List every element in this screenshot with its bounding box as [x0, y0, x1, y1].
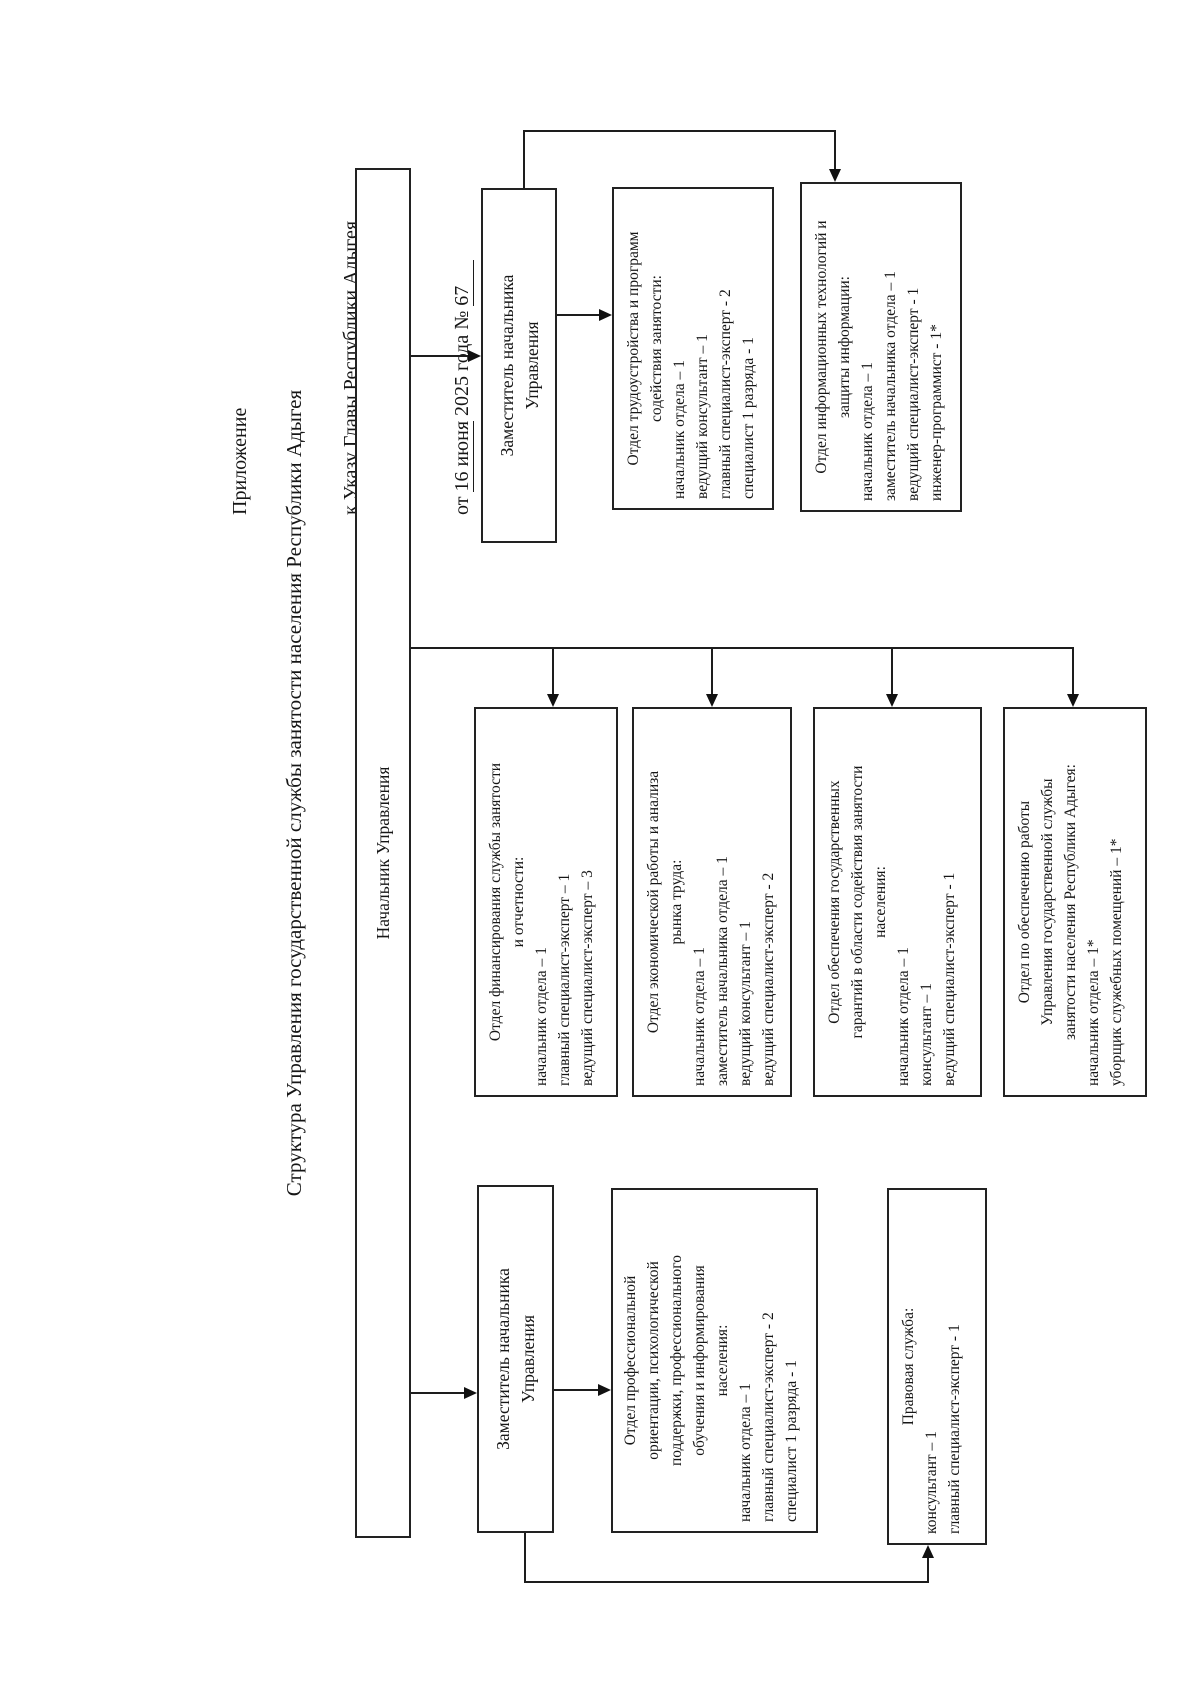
- dept-garantiy-box: Отдел обеспечения государственных гарант…: [813, 707, 982, 1097]
- connector-branch-ekon: [711, 647, 713, 696]
- dept-finansirovaniya-title: Отдел финансирования службы занятости и …: [487, 762, 527, 1042]
- connector-deputy-left-legal-seg3: [927, 1555, 929, 1583]
- dept-obespecheniyu-staff: начальник отдела – 1* уборщик служебных …: [1085, 838, 1125, 1086]
- arrowhead-deputy-right: [468, 350, 481, 362]
- appendix-note-line3: от 16 июня 2025 года № 67: [444, 221, 481, 515]
- arrowhead-prof: [598, 1384, 611, 1396]
- connector-head-deputy-right: [411, 355, 469, 357]
- dept-proforientatsii-staff: начальник отдела – 1 главный специалист-…: [737, 1312, 800, 1522]
- connector-deputy-left-legal-seg2: [524, 1581, 929, 1583]
- dept-trudoustroystva-title: Отдел трудоустройства и программ содейст…: [625, 231, 665, 466]
- arrowhead-inf: [829, 169, 841, 182]
- legal-service-title: Правовая служба:: [900, 1307, 917, 1426]
- connector-deputy-right-trud: [557, 314, 600, 316]
- connector-head-deputy-left: [411, 1392, 465, 1394]
- deputy-left-label: Заместитель начальника Управления: [493, 1268, 538, 1450]
- connector-branch-garant: [891, 647, 893, 696]
- arrowhead-obesp: [1067, 694, 1079, 707]
- connector-deputy-left-prof: [554, 1389, 599, 1391]
- connector-deputy-right-inf-seg2: [523, 130, 836, 132]
- dept-ekonomicheskoy-box: Отдел экономической работы и анализа рын…: [632, 707, 792, 1097]
- dept-proforientatsii-title: Отдел профессиональной ориентации, психо…: [622, 1254, 731, 1467]
- deputy-right-label: Заместитель начальника Управления: [497, 274, 542, 457]
- dept-trudoustroystva-staff: начальник отдела – 1 ведущий консультант…: [671, 289, 757, 499]
- deputy-right-box: Заместитель начальника Управления: [481, 188, 557, 543]
- arrowhead-legal: [922, 1545, 934, 1558]
- head-box: Начальник Управления: [355, 168, 411, 1538]
- dept-informatsionnykh-staff: начальник отдела – 1 заместитель начальн…: [859, 271, 945, 501]
- arrowhead-trud: [599, 309, 612, 321]
- dept-proforientatsii-box: Отдел профессиональной ориентации, психо…: [611, 1188, 818, 1533]
- dept-trudoustroystva-box: Отдел трудоустройства и программ содейст…: [612, 187, 774, 510]
- dept-garantiy-title: Отдел обеспечения государственных гарант…: [826, 765, 889, 1039]
- arrowhead-ekon: [706, 694, 718, 707]
- dept-ekonomicheskoy-title: Отдел экономической работы и анализа рын…: [645, 770, 685, 1034]
- dept-finansirovaniya-staff: начальник отдела – 1 главный специалист-…: [533, 870, 596, 1086]
- connector-branch-obesp: [1072, 647, 1074, 696]
- dept-obespecheniyu-box: Отдел по обеспечению работы Управления г…: [1003, 707, 1147, 1097]
- arrowhead-fin: [547, 694, 559, 707]
- dept-ekonomicheskoy-staff: начальник отдела – 1 заместитель начальн…: [691, 856, 777, 1086]
- connector-deputy-right-inf-seg1: [523, 130, 525, 188]
- legal-service-staff: консультант – 1 главный специалист-экспе…: [923, 1324, 963, 1534]
- decree-number: 67: [451, 259, 474, 306]
- connector-deputy-right-inf-seg3: [834, 130, 836, 172]
- dept-garantiy-staff: начальник отдела – 1 консультант – 1 вед…: [895, 872, 958, 1086]
- connector-trunk: [411, 647, 1074, 649]
- dept-finansirovaniya-box: Отдел финансирования службы занятости и …: [474, 707, 618, 1097]
- appendix-note-line1: Приложение: [229, 407, 251, 515]
- legal-service-box: Правовая служба: консультант – 1 главный…: [887, 1188, 987, 1545]
- connector-branch-fin: [552, 647, 554, 696]
- arrowhead-deputy-left: [464, 1387, 477, 1399]
- page-title: Структура Управления государственной слу…: [282, 389, 306, 1197]
- decree-date: 16 июня: [451, 420, 474, 492]
- dept-obespecheniyu-title: Отдел по обеспечению работы Управления г…: [1016, 764, 1079, 1040]
- arrowhead-garant: [886, 694, 898, 707]
- dept-informatsionnykh-title: Отдел информационных технологий и защиты…: [813, 220, 853, 474]
- dept-informatsionnykh-box: Отдел информационных технологий и защиты…: [800, 182, 962, 512]
- connector-deputy-left-legal-seg1: [524, 1533, 526, 1583]
- head-box-label: Начальник Управления: [372, 766, 393, 940]
- deputy-left-box: Заместитель начальника Управления: [477, 1185, 554, 1533]
